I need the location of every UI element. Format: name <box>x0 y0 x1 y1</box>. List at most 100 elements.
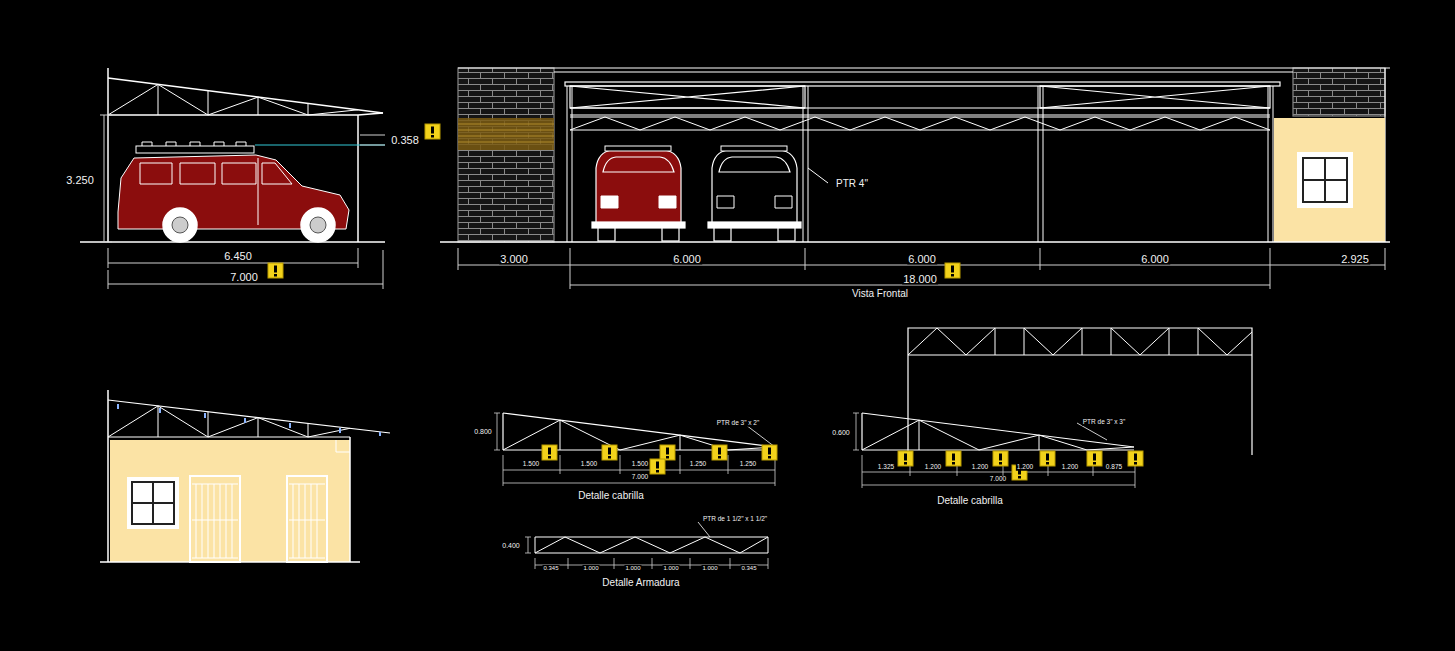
building-elevation-part <box>192 484 238 558</box>
dimension-text: 1.250 <box>739 461 757 468</box>
front-view-part <box>719 157 790 172</box>
dimension-text: 1.000 <box>701 565 718 571</box>
dimension-text: 3.250 <box>65 175 95 186</box>
dimension-lines-part <box>862 485 1135 486</box>
front-view-part <box>1274 118 1385 242</box>
dimension-lines-part <box>458 248 1385 289</box>
dimension-lines-part <box>494 413 500 450</box>
dimension-lines-part <box>108 284 383 285</box>
frame-elevation-part <box>908 328 1252 355</box>
dimension-lines <box>494 413 775 486</box>
frame-elevation-part <box>995 328 1198 355</box>
truss-detail-part <box>503 413 775 447</box>
warning-icon-part <box>425 124 440 139</box>
warning-icon-part <box>660 445 675 460</box>
front-view-part <box>1298 153 1352 207</box>
building-elevation-part <box>100 561 360 563</box>
dimension-text: 1.200 <box>1016 464 1034 471</box>
dimension-text: 0.345 <box>740 565 757 571</box>
side-view-part <box>255 145 385 146</box>
dimension-text: 3.000 <box>499 254 529 265</box>
front-view-part <box>712 150 797 226</box>
warning-icon-part <box>1128 451 1143 466</box>
dimension-text: 7.000 <box>989 476 1007 483</box>
building-elevation-part <box>336 440 350 452</box>
side-view-part <box>142 142 246 146</box>
dimension-lines-part <box>535 558 768 569</box>
front-view-part <box>592 222 685 228</box>
dimension-lines-part <box>862 472 1135 473</box>
front-view-part <box>605 146 671 151</box>
side-view-part <box>172 217 188 233</box>
dimension-text: 6.000 <box>672 254 702 265</box>
side-view-part <box>163 208 197 242</box>
front-view-part <box>596 150 681 226</box>
front-view-part <box>1303 158 1347 202</box>
dimension-text: 0.875 <box>1105 464 1123 471</box>
warning-icon-part <box>945 263 960 278</box>
warning-icon-part <box>993 451 1008 466</box>
building-elevation <box>100 390 390 562</box>
warning-icon-part <box>268 263 283 278</box>
side-view-part <box>158 84 308 115</box>
truss-detail-part <box>502 413 503 450</box>
warning-icon-part <box>542 445 557 460</box>
dimension-text: 0.600 <box>831 429 851 436</box>
warning-icon <box>268 124 1143 480</box>
front-view-part <box>458 67 1390 68</box>
side-view <box>80 68 385 242</box>
side-view-part <box>310 217 326 233</box>
dimension-lines <box>458 248 1385 289</box>
dimension-lines-part <box>360 135 385 136</box>
warning-icon-part <box>650 459 665 474</box>
truss-detail-part <box>535 537 768 553</box>
dimension-text: 18.000 <box>902 274 938 285</box>
dimension-text: 0.358 <box>390 135 420 146</box>
building-elevation-part <box>108 436 350 437</box>
dimension-lines-part <box>570 285 1270 286</box>
warning-icon-part <box>602 445 617 460</box>
building-elevation-part <box>289 484 325 558</box>
member-label-text: PTR de 3" x 3" <box>1082 419 1127 426</box>
front-view-part <box>601 196 676 208</box>
member-label-text: PTR 4" <box>835 179 869 189</box>
front-view-part <box>721 146 787 151</box>
front-view-part <box>440 241 1390 243</box>
frame-elevation-part <box>908 328 1252 455</box>
truss-detail-part <box>535 536 768 537</box>
warning-icon-part <box>1087 451 1102 466</box>
side-view-part <box>80 241 385 243</box>
dimension-text: 1.500 <box>522 461 540 468</box>
building-elevation-part <box>118 404 380 436</box>
front-view-part <box>717 196 792 208</box>
building-elevation-part <box>110 440 350 562</box>
dimension-text: 1.000 <box>582 565 599 571</box>
view-caption-text: Vista Frontal <box>851 289 909 299</box>
dimension-lines <box>100 115 385 289</box>
dimension-text: 2.925 <box>1340 254 1370 265</box>
front-view-part <box>458 118 554 150</box>
dimension-lines-part <box>108 263 358 264</box>
side-view-part <box>301 208 335 242</box>
side-view-part <box>108 78 383 113</box>
side-view-part <box>357 115 359 242</box>
dimension-text: 1.000 <box>624 565 641 571</box>
side-view-part <box>358 113 383 115</box>
front-view-part <box>808 168 828 183</box>
frame-elevation-part <box>908 354 1252 355</box>
dimension-text: 1.000 <box>662 565 679 571</box>
side-view-part <box>108 114 358 116</box>
dimension-lines <box>853 413 1135 488</box>
front-view-part <box>458 68 554 242</box>
dimension-lines-part <box>100 115 112 242</box>
building-elevation-part <box>108 406 350 437</box>
member-label-text: PTR de 3" x 2" <box>716 420 761 427</box>
warning-icon-part <box>946 451 961 466</box>
front-view-part <box>570 107 1270 108</box>
truss-detail <box>503 413 775 450</box>
truss-detail <box>535 522 768 553</box>
dimension-lines-part <box>458 265 1385 266</box>
truss-detail-part <box>535 537 768 553</box>
